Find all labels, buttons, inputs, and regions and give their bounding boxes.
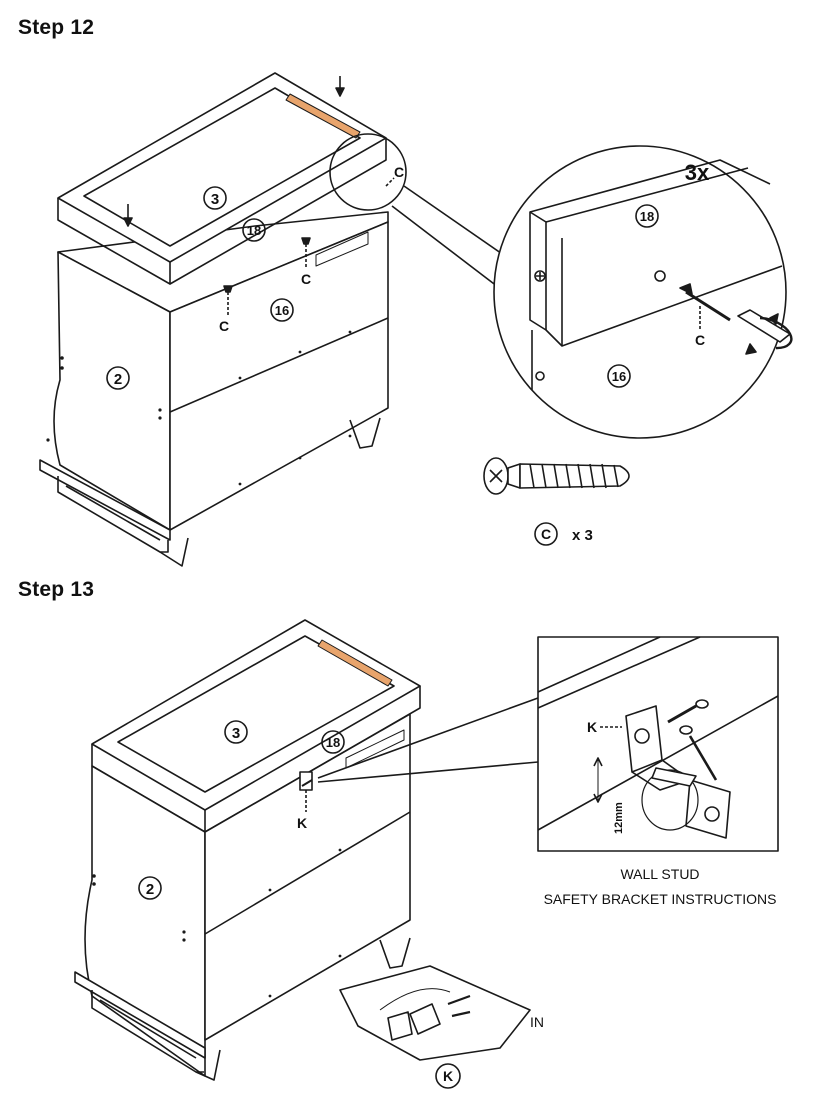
truncated-text: IN bbox=[530, 1014, 544, 1030]
screw-c-illustration bbox=[483, 457, 630, 546]
step12-screw-c-3: C bbox=[394, 164, 404, 180]
step12-label-front-panel: 16 bbox=[275, 303, 289, 318]
step13-label-rail: 18 bbox=[326, 735, 340, 750]
step13-bracket-k: K bbox=[297, 815, 307, 831]
step12-label-side-panel: 2 bbox=[114, 371, 122, 388]
detail-dimension-12mm: 12mm bbox=[613, 802, 625, 834]
step13-detail-box bbox=[537, 636, 779, 852]
step12-top-frame bbox=[57, 72, 509, 316]
step13-label-side-panel: 2 bbox=[146, 881, 154, 898]
wall-stud-caption: WALL STUD bbox=[620, 866, 700, 882]
step12-label-rail: 18 bbox=[247, 223, 261, 238]
detail-count-label: 3x bbox=[685, 160, 710, 185]
step12-part-bubbles bbox=[106, 186, 294, 390]
hardware-c-letter: C bbox=[541, 526, 551, 542]
kit-k-letter: K bbox=[443, 1068, 453, 1084]
hardware-c-quantity: x 3 bbox=[572, 527, 593, 544]
hardware-bag-k bbox=[339, 965, 531, 1089]
detail-screw-c: C bbox=[695, 332, 705, 348]
step13-label-top-frame: 3 bbox=[232, 725, 240, 742]
detail-label-panel: 16 bbox=[612, 369, 626, 384]
detail-bracket-k: K bbox=[587, 719, 597, 735]
step13-dresser bbox=[74, 619, 539, 1081]
safety-bracket-caption: SAFETY BRACKET INSTRUCTIONS bbox=[543, 891, 777, 907]
step12-screw-c-2: C bbox=[301, 271, 311, 287]
step12-detail-view bbox=[493, 145, 793, 439]
step-13-title: Step 13 bbox=[18, 578, 95, 601]
step12-dresser bbox=[39, 211, 389, 567]
step12-screw-c-1: C bbox=[219, 318, 229, 334]
step-12-title: Step 12 bbox=[18, 16, 95, 39]
detail-label-rail: 18 bbox=[640, 209, 654, 224]
step12-label-top-frame: 3 bbox=[211, 191, 219, 208]
